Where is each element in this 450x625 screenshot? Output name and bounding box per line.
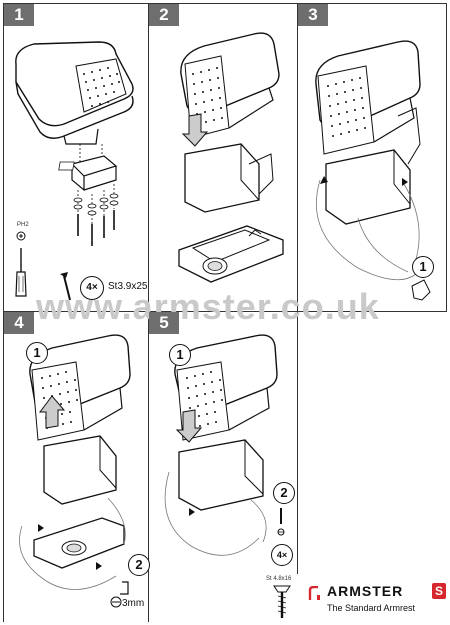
step-4-callout-2: 2: [128, 554, 150, 576]
step-3-badge: 3: [298, 4, 328, 26]
step-1-panel: 1: [4, 4, 148, 311]
screw-icon: [277, 508, 285, 536]
brand-logo-block: ARMSTER S The Standard Armrest: [308, 583, 448, 619]
step-4-badge: 4: [4, 312, 34, 334]
armrest-exploded-illustration: [15, 41, 134, 301]
step-3-callout: 1: [412, 256, 434, 278]
brand-tagline: The Standard Armrest: [327, 603, 416, 613]
armster-logo-icon: [308, 586, 320, 600]
screwdriver-icon: [15, 231, 27, 297]
middle-divider: [3, 311, 447, 312]
step-4-callout-1: 1: [26, 342, 48, 364]
step-5-panel: 5: [149, 312, 297, 574]
screwdriver-label: PH2: [17, 222, 29, 228]
armrest-installed-illustration: [315, 40, 431, 301]
step-2-panel: 2: [149, 4, 297, 311]
col-divider-2-lower: [297, 311, 298, 574]
armrest-lift-illustration: [19, 334, 131, 608]
left-border: [3, 3, 4, 622]
drill-size: 3mm: [122, 598, 145, 609]
step-5-callout-2: 2: [273, 482, 295, 504]
armrest-assembly-illustration: [178, 32, 284, 283]
step-4-panel: 4: [4, 312, 150, 622]
brand-name: ARMSTER: [327, 583, 404, 599]
screw-icon: [60, 272, 71, 301]
step-5-callout-1: 1: [169, 344, 191, 366]
watermark-url: www.armster.co.uk: [36, 286, 380, 327]
step-5-screw-spec: St 4.8x16: [266, 576, 292, 582]
step-5-badge: 5: [149, 312, 179, 334]
drill-icon: [110, 581, 129, 608]
col-divider-2: [297, 3, 298, 311]
screw-count-badge: 4×: [80, 276, 104, 300]
step-5-screw-count: 4×: [271, 544, 293, 566]
screw-spec: St3.9x25: [108, 281, 148, 292]
step-1-badge: 1: [4, 4, 34, 26]
large-screw-icon: [273, 585, 291, 618]
step-3-panel: 3 1: [298, 4, 446, 311]
step-2-badge: 2: [149, 4, 179, 26]
right-border: [446, 3, 447, 311]
brand-badge: S: [432, 583, 446, 599]
perforation-dots: [83, 67, 120, 107]
armrest-fasten-illustration: [164, 334, 285, 556]
col-divider-1: [148, 3, 149, 622]
top-border: [3, 3, 447, 4]
